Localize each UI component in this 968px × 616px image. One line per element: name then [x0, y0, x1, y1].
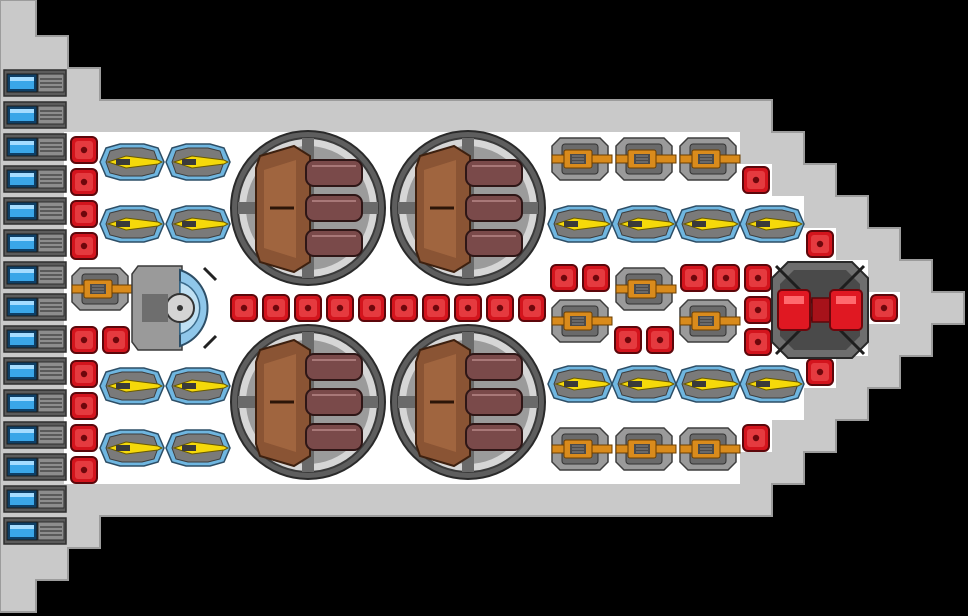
cannon-turret-icon[interactable] [551, 299, 613, 343]
laser-turret-icon[interactable] [675, 205, 741, 243]
armor-block-icon[interactable] [454, 294, 482, 322]
armor-block-icon[interactable] [70, 360, 98, 388]
armor-block-icon[interactable] [262, 294, 290, 322]
armor-block-icon[interactable] [744, 264, 772, 292]
laser-turret-icon[interactable] [739, 365, 805, 403]
laser-turret-icon[interactable] [99, 205, 165, 243]
armor-block-icon[interactable] [230, 294, 258, 322]
armor-block-icon[interactable] [102, 326, 130, 354]
thruster-icon[interactable] [3, 69, 67, 97]
thruster-icon[interactable] [3, 293, 67, 321]
armor-block-icon[interactable] [70, 392, 98, 420]
magazine-icon[interactable] [389, 323, 547, 481]
laser-turret-icon[interactable] [547, 365, 613, 403]
armor-block-icon[interactable] [326, 294, 354, 322]
armor-block-icon[interactable] [742, 424, 770, 452]
thruster-icon[interactable] [3, 357, 67, 385]
laser-turret-icon[interactable] [99, 143, 165, 181]
armor-block-icon[interactable] [582, 264, 610, 292]
cannon-turret-icon[interactable] [615, 137, 677, 181]
armor-block-icon[interactable] [70, 136, 98, 164]
armor-block-icon[interactable] [680, 264, 708, 292]
armor-block-icon[interactable] [422, 294, 450, 322]
laser-turret-icon[interactable] [547, 205, 613, 243]
thruster-icon[interactable] [3, 133, 67, 161]
laser-turret-icon[interactable] [99, 429, 165, 467]
thruster-icon[interactable] [3, 229, 67, 257]
armor-block-icon[interactable] [70, 424, 98, 452]
armor-block-icon[interactable] [744, 296, 772, 324]
laser-turret-icon[interactable] [99, 367, 165, 405]
thruster-icon[interactable] [3, 165, 67, 193]
thruster-icon[interactable] [3, 101, 67, 129]
cannon-turret-icon[interactable] [679, 299, 741, 343]
laser-turret-icon[interactable] [165, 143, 231, 181]
laser-turret-icon[interactable] [611, 205, 677, 243]
laser-turret-icon[interactable] [165, 429, 231, 467]
armor-block-icon[interactable] [712, 264, 740, 292]
cannon-turret-icon[interactable] [551, 137, 613, 181]
thruster-icon[interactable] [3, 389, 67, 417]
thruster-icon[interactable] [3, 197, 67, 225]
armor-block-icon[interactable] [806, 358, 834, 386]
armor-block-icon[interactable] [744, 328, 772, 356]
armor-block-icon[interactable] [70, 200, 98, 228]
laser-turret-icon[interactable] [739, 205, 805, 243]
armor-block-icon[interactable] [358, 294, 386, 322]
cannon-turret-icon[interactable] [615, 267, 677, 311]
laser-turret-icon[interactable] [165, 205, 231, 243]
command-bridge[interactable] [131, 265, 218, 351]
thruster-icon[interactable] [3, 517, 67, 545]
laser-turret-icon[interactable] [611, 365, 677, 403]
cannon-turret-icon[interactable] [551, 427, 613, 471]
thruster-icon[interactable] [3, 485, 67, 513]
cannon-turret-icon[interactable] [71, 267, 133, 311]
armor-block-icon[interactable] [870, 294, 898, 322]
thruster-icon[interactable] [3, 421, 67, 449]
laser-turret-icon[interactable] [165, 367, 231, 405]
thruster-icon[interactable] [3, 453, 67, 481]
thruster-icon[interactable] [3, 261, 67, 289]
armor-block-icon[interactable] [70, 456, 98, 484]
reactor-core[interactable] [771, 261, 869, 359]
magazine-icon[interactable] [229, 323, 387, 481]
armor-block-icon[interactable] [70, 326, 98, 354]
armor-block-icon[interactable] [614, 326, 642, 354]
magazine-icon[interactable] [389, 129, 547, 287]
cannon-turret-icon[interactable] [679, 137, 741, 181]
armor-block-icon[interactable] [806, 230, 834, 258]
armor-block-icon[interactable] [390, 294, 418, 322]
armor-block-icon[interactable] [70, 168, 98, 196]
armor-block-icon[interactable] [70, 232, 98, 260]
cannon-turret-icon[interactable] [615, 427, 677, 471]
armor-block-icon[interactable] [742, 166, 770, 194]
laser-turret-icon[interactable] [675, 365, 741, 403]
armor-block-icon[interactable] [518, 294, 546, 322]
armor-block-icon[interactable] [550, 264, 578, 292]
thruster-icon[interactable] [3, 325, 67, 353]
magazine-icon[interactable] [229, 129, 387, 287]
armor-block-icon[interactable] [646, 326, 674, 354]
armor-block-icon[interactable] [486, 294, 514, 322]
cannon-turret-icon[interactable] [679, 427, 741, 471]
armor-block-icon[interactable] [294, 294, 322, 322]
